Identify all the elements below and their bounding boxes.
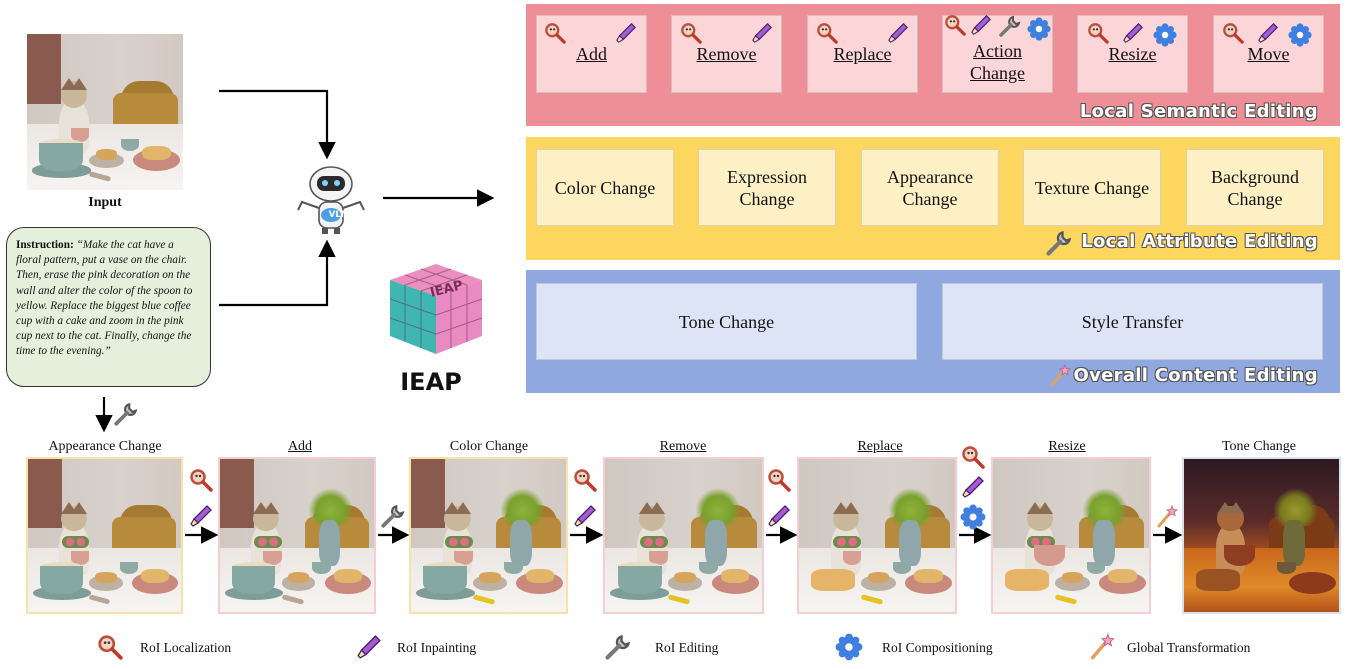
wrench-icon xyxy=(380,503,406,529)
magnifier-icon xyxy=(944,14,966,36)
gear-icon xyxy=(1287,22,1313,48)
brush-icon xyxy=(189,504,213,528)
gear-icon xyxy=(834,632,864,662)
overall-content-title: Overall Content Editing xyxy=(1073,365,1318,386)
legend-roi-compositioning: RoI Compositioning xyxy=(882,640,993,655)
step-image-appearance-change xyxy=(26,457,183,614)
pipeline-arrows xyxy=(185,526,1183,544)
magnifier-icon xyxy=(189,468,213,492)
legend-global-transformation: Global Transformation xyxy=(1127,640,1251,655)
step-image-replace xyxy=(797,457,957,614)
step-label-remove: Remove xyxy=(659,439,707,454)
brush-icon xyxy=(573,504,597,528)
instruction-box: Instruction: “Make the cat have a floral… xyxy=(6,227,211,387)
wrench-icon xyxy=(604,633,632,661)
wrench-icon xyxy=(998,14,1022,38)
brush-icon xyxy=(1122,22,1144,44)
brush-icon xyxy=(751,22,773,44)
legend-roi-localization: RoI Localization xyxy=(140,640,232,655)
magnifier-icon xyxy=(1222,22,1244,44)
brush-icon xyxy=(970,14,992,36)
overall-content-panel: Tone Change Style Transfer Overall Conte… xyxy=(526,270,1340,393)
wrench-icon xyxy=(113,401,139,427)
wrench-icon xyxy=(1045,229,1073,257)
magnifier-icon xyxy=(544,22,566,44)
legend-roi-editing: RoI Editing xyxy=(655,640,719,655)
brush-icon xyxy=(1257,22,1279,44)
gear-icon xyxy=(959,503,987,531)
local-attribute-panel: Color Change Expression Change Appearanc… xyxy=(526,137,1340,260)
vlm-badge: VLM xyxy=(328,210,350,220)
wand-icon xyxy=(1155,504,1179,528)
brush-icon xyxy=(887,22,909,44)
step-label-add: Add xyxy=(287,439,313,454)
instruction-text: “Make the cat have a floral pattern, put… xyxy=(16,239,193,358)
step-image-resize xyxy=(991,457,1151,614)
magnifier-icon xyxy=(767,468,791,492)
wand-icon xyxy=(1088,632,1116,660)
card-expression-change: Expression Change xyxy=(698,149,836,226)
instruction-label: Instruction: xyxy=(16,239,74,251)
step-image-tone-change xyxy=(1182,457,1341,614)
gear-icon xyxy=(1152,22,1178,48)
brush-icon xyxy=(356,634,382,660)
input-image xyxy=(27,34,183,190)
step-label-resize: Resize xyxy=(1048,439,1086,454)
card-appearance-change: Appearance Change xyxy=(861,149,999,226)
step-label-color-change: Color Change xyxy=(449,439,529,454)
local-semantic-title: Local Semantic Editing xyxy=(1079,101,1318,122)
input-caption: Input xyxy=(88,195,122,210)
card-tone-change: Tone Change xyxy=(536,283,917,360)
magnifier-icon xyxy=(97,634,123,660)
local-semantic-panel: Add Remove Replace Action Change Resize … xyxy=(526,4,1340,126)
brush-icon xyxy=(961,475,985,499)
card-background-change: Background Change xyxy=(1186,149,1324,226)
brush-icon xyxy=(615,22,637,44)
step-image-remove xyxy=(603,457,764,614)
brush-icon xyxy=(767,504,791,528)
wand-icon xyxy=(1048,363,1072,387)
connector-arrows xyxy=(95,89,495,433)
magnifier-icon xyxy=(1087,22,1109,44)
step-label-replace: Replace xyxy=(857,439,903,454)
step-image-add xyxy=(218,457,376,614)
magnifier-icon xyxy=(573,468,597,492)
card-texture-change: Texture Change xyxy=(1023,149,1161,226)
legend-roi-inpainting: RoI Inpainting xyxy=(397,640,477,655)
magnifier-icon xyxy=(961,445,985,469)
robot-icon xyxy=(297,166,365,234)
gear-icon xyxy=(1026,16,1052,42)
step-image-color-change xyxy=(409,457,568,614)
local-attribute-title: Local Attribute Editing xyxy=(1081,231,1318,252)
card-color-change: Color Change xyxy=(536,149,674,226)
magnifier-icon xyxy=(816,22,838,44)
ieap-cube xyxy=(389,264,483,354)
card-style-transfer: Style Transfer xyxy=(942,283,1323,360)
magnifier-icon xyxy=(680,22,702,44)
brand-label: IEAP xyxy=(400,368,462,396)
step-label-appearance-change: Appearance Change xyxy=(48,439,162,454)
step-label-tone-change: Tone Change xyxy=(1221,439,1297,454)
